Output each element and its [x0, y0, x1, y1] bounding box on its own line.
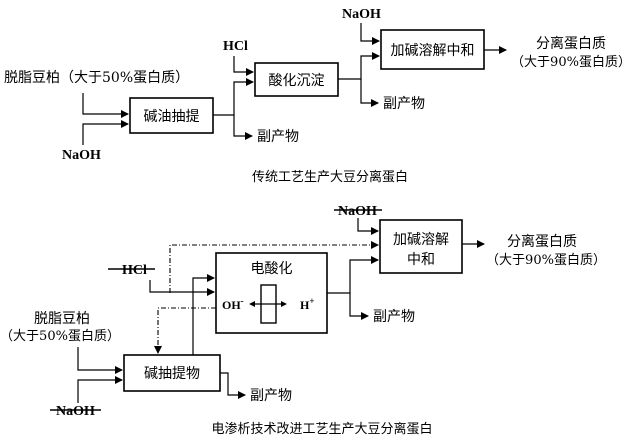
arrow-soy-to-extract	[77, 347, 123, 374]
input-soy-line1: 脱脂豆柏	[34, 311, 90, 327]
byproduct-label-2: 副产物	[383, 96, 425, 112]
input-hcl-label-bottom: HCl	[122, 263, 147, 278]
membrane-arrowhead-left	[249, 301, 255, 307]
traditional-process: 脱脂豆柏（大于50%蛋白质） NaOH HCl NaOH 碱油抽提 酸化沉淀 加…	[4, 7, 631, 185]
arrow-naoh-to-extraction	[82, 120, 129, 145]
output-bottom-line1: 分离蛋白质	[507, 233, 577, 250]
box-alkali-dissolve-neutralize	[380, 29, 485, 70]
caption-traditional: 传统工艺生产大豆分离蛋白	[252, 169, 408, 185]
box-alkali-dissolve-neutralize-2	[379, 219, 463, 274]
arrow-byproduct-1	[233, 115, 253, 140]
input-naoh-bottom-label: NaOH	[56, 404, 95, 419]
electro-oh-label: OH-	[222, 296, 244, 312]
input-naoh-top-label: NaOH	[338, 204, 377, 219]
output-label-line1: 分离蛋白质	[536, 35, 606, 52]
arrow-naoh-to-neutralize-2	[357, 218, 379, 235]
arrow-hcl-to-electro	[149, 280, 215, 296]
electro-h-label: H+	[300, 296, 314, 312]
arrow-soy-to-extraction	[82, 93, 129, 118]
byproduct-bottom-label-2: 副产物	[373, 309, 415, 325]
recycle-oh-to-extract	[154, 307, 216, 354]
box-acid-label: 酸化沉淀	[269, 73, 325, 89]
electrodialysis-process: 脱脂豆柏 （大于50%蛋白质） NaOH HCl NaOH 碱抽提物 电酸化 O…	[0, 204, 606, 437]
box-neutral-line2: 中和	[407, 252, 435, 268]
box-neutral-label: 加碱溶解中和	[391, 43, 475, 59]
input-naoh-label-2: NaOH	[342, 7, 381, 22]
box-alkali-oil-extraction	[129, 97, 214, 134]
arrow-byproduct-2	[360, 79, 379, 107]
input-hcl-label: HCl	[223, 39, 248, 54]
box-extract-label: 碱油抽提	[144, 109, 200, 125]
arrow-naoh-to-extract	[77, 376, 123, 403]
arrow-byproduct-bottom-1	[220, 372, 246, 399]
arrow-naoh-to-neutralize	[360, 23, 380, 45]
caption-electrodialysis: 电渗析技术改进工艺生产大豆分离蛋白	[211, 421, 432, 437]
box-neutral-line1: 加碱溶解	[393, 232, 449, 248]
box-acid-precipitation	[254, 62, 339, 97]
arrow-extraction-to-acid	[213, 78, 254, 116]
box-extract-bottom-label: 碱抽提物	[144, 366, 200, 382]
byproduct-label-1: 副产物	[257, 129, 299, 145]
output-label-line2: （大于90%蛋白质）	[511, 54, 631, 70]
membrane-arrowhead-right	[281, 301, 287, 307]
input-naoh-label: NaOH	[62, 148, 101, 163]
arrow-byproduct-bottom-2	[349, 293, 369, 320]
box-electro-label: 电酸化	[251, 261, 293, 277]
arrow-hcl-to-acid	[233, 56, 254, 76]
recycle-h-to-neutralize	[169, 241, 379, 293]
arrow-acid-to-neutralize	[338, 52, 380, 80]
output-bottom-line2: （大于90%蛋白质）	[486, 252, 606, 268]
arrow-extract-to-electro	[192, 274, 215, 355]
input-soy-label: 脱脂豆柏（大于50%蛋白质）	[4, 70, 189, 86]
byproduct-bottom-label-1: 副产物	[250, 388, 292, 404]
arrow-electro-to-neutralize	[327, 256, 379, 294]
input-soy-line2: （大于50%蛋白质）	[0, 328, 120, 344]
